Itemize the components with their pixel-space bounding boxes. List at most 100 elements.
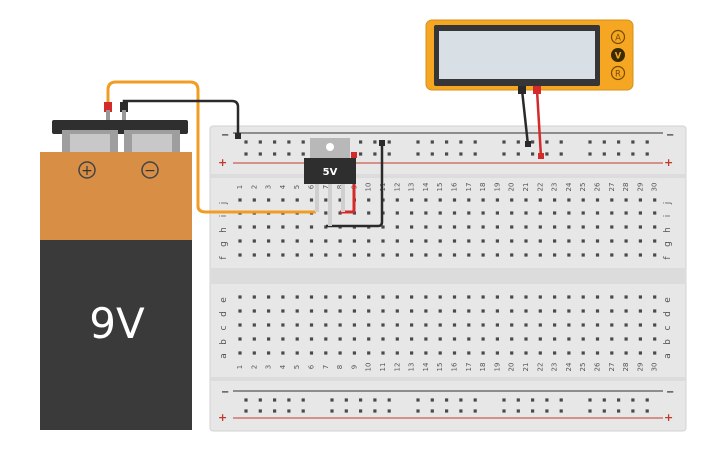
rail-hole[interactable] (445, 398, 449, 402)
terminal-hole[interactable] (438, 198, 442, 202)
terminal-hole[interactable] (495, 351, 499, 355)
terminal-hole[interactable] (653, 239, 657, 243)
terminal-hole[interactable] (524, 225, 528, 229)
terminal-hole[interactable] (295, 351, 299, 355)
terminal-hole[interactable] (481, 198, 485, 202)
breadboard-holes[interactable] (238, 140, 657, 413)
terminal-hole[interactable] (424, 253, 428, 257)
terminal-hole[interactable] (324, 295, 328, 299)
terminal-hole[interactable] (624, 225, 628, 229)
terminal-hole[interactable] (395, 253, 399, 257)
terminal-hole[interactable] (553, 253, 557, 257)
terminal-hole[interactable] (581, 323, 585, 327)
terminal-hole[interactable] (309, 351, 314, 355)
terminal-hole[interactable] (538, 198, 542, 202)
rail-hole[interactable] (287, 398, 291, 402)
terminal-hole[interactable] (595, 211, 600, 215)
terminal-hole[interactable] (281, 239, 285, 243)
rail-hole[interactable] (473, 152, 477, 156)
rail-hole[interactable] (287, 409, 291, 413)
terminal-hole[interactable] (524, 253, 528, 257)
terminal-hole[interactable] (638, 239, 642, 243)
rail-hole[interactable] (301, 140, 305, 144)
terminal-hole[interactable] (309, 337, 314, 341)
rail-hole[interactable] (359, 152, 363, 156)
rail-hole[interactable] (545, 398, 549, 402)
terminal-hole[interactable] (338, 309, 342, 313)
terminal-hole[interactable] (438, 239, 442, 243)
terminal-hole[interactable] (267, 225, 271, 229)
terminal-hole[interactable] (352, 337, 356, 341)
rail-hole[interactable] (559, 152, 563, 156)
rail-hole[interactable] (473, 398, 477, 402)
terminal-hole[interactable] (281, 253, 285, 257)
terminal-hole[interactable] (524, 337, 528, 341)
terminal-hole[interactable] (581, 351, 585, 355)
terminal-hole[interactable] (410, 337, 414, 341)
terminal-hole[interactable] (367, 239, 371, 243)
terminal-hole[interactable] (295, 239, 299, 243)
rail-hole[interactable] (545, 152, 549, 156)
terminal-hole[interactable] (452, 239, 457, 243)
terminal-hole[interactable] (481, 323, 485, 327)
terminal-hole[interactable] (567, 198, 571, 202)
mode-button-ammeter[interactable] (610, 29, 626, 45)
terminal-hole[interactable] (467, 337, 471, 341)
terminal-hole[interactable] (238, 309, 242, 313)
terminal-hole[interactable] (281, 225, 285, 229)
rail-hole[interactable] (559, 409, 563, 413)
terminal-hole[interactable] (467, 351, 471, 355)
rail-hole[interactable] (416, 152, 420, 156)
terminal-hole[interactable] (352, 211, 356, 215)
terminal-hole[interactable] (252, 351, 256, 355)
rail-hole[interactable] (430, 152, 434, 156)
terminal-hole[interactable] (553, 239, 557, 243)
terminal-hole[interactable] (595, 309, 600, 313)
rail-hole[interactable] (373, 398, 377, 402)
terminal-hole[interactable] (295, 253, 299, 257)
rail-hole[interactable] (301, 398, 305, 402)
rail-hole[interactable] (244, 398, 248, 402)
rail-hole[interactable] (387, 398, 391, 402)
terminal-hole[interactable] (553, 225, 557, 229)
terminal-hole[interactable] (309, 239, 314, 243)
terminal-hole[interactable] (510, 309, 514, 313)
rail-hole[interactable] (631, 409, 635, 413)
rail-hole[interactable] (502, 398, 506, 402)
red-wire-regulator-output[interactable] (340, 155, 356, 214)
terminal-hole[interactable] (281, 323, 285, 327)
rail-hole[interactable] (344, 409, 348, 413)
black-wire-battery-ground[interactable] (122, 99, 240, 137)
terminal-hole[interactable] (252, 323, 256, 327)
terminal-hole[interactable] (510, 323, 514, 327)
terminal-hole[interactable] (424, 337, 428, 341)
terminal-hole[interactable] (653, 351, 657, 355)
mode-button-ohmmeter[interactable] (610, 65, 626, 81)
rail-hole[interactable] (301, 152, 305, 156)
rail-hole[interactable] (502, 140, 506, 144)
terminal-hole[interactable] (395, 198, 399, 202)
terminal-hole[interactable] (395, 239, 399, 243)
rail-hole[interactable] (244, 152, 248, 156)
terminal-hole[interactable] (324, 211, 328, 215)
terminal-hole[interactable] (267, 253, 271, 257)
rail-hole[interactable] (516, 409, 520, 413)
terminal-hole[interactable] (538, 337, 542, 341)
terminal-hole[interactable] (452, 309, 457, 313)
terminal-hole[interactable] (324, 309, 328, 313)
terminal-hole[interactable] (395, 351, 399, 355)
terminal-hole[interactable] (624, 198, 628, 202)
rail-hole[interactable] (545, 140, 549, 144)
rail-hole[interactable] (416, 409, 420, 413)
terminal-hole[interactable] (424, 225, 428, 229)
rail-hole[interactable] (445, 409, 449, 413)
terminal-hole[interactable] (438, 323, 442, 327)
rail-hole[interactable] (244, 409, 248, 413)
terminal-hole[interactable] (395, 309, 399, 313)
rail-hole[interactable] (359, 398, 363, 402)
terminal-hole[interactable] (610, 323, 614, 327)
terminal-hole[interactable] (467, 253, 471, 257)
terminal-hole[interactable] (267, 239, 271, 243)
terminal-hole[interactable] (524, 309, 528, 313)
rail-hole[interactable] (516, 152, 520, 156)
